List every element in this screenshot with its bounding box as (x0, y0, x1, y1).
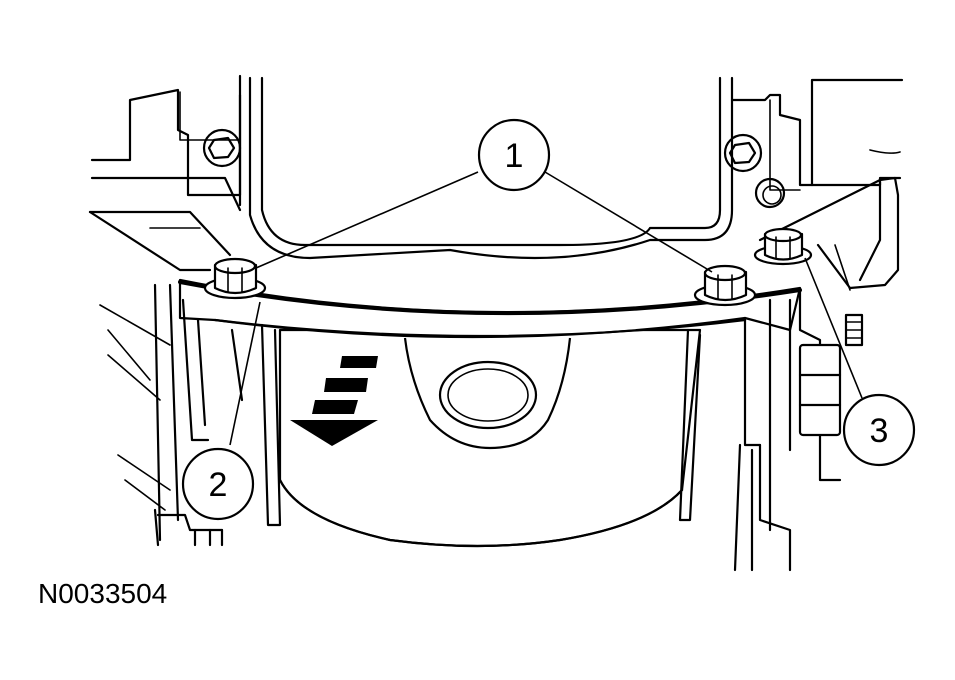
side-rods (153, 283, 842, 572)
bolt-far-right (753, 227, 813, 266)
block-socket-left (202, 128, 242, 168)
engine-block (88, 74, 904, 291)
block-socket-right (723, 133, 763, 173)
oil-pan-boss (403, 337, 572, 450)
callout-3-label: 3 (870, 412, 889, 450)
callout-2-label: 2 (209, 466, 228, 504)
callout-2: 2 (181, 447, 255, 521)
figure-reference-number: N0033504 (38, 578, 168, 609)
leader-lines (229, 171, 863, 446)
bolt-middle-right (693, 264, 757, 307)
callout-1-label: 1 (505, 137, 524, 175)
removal-direction-arrow-icon (290, 356, 378, 446)
callout-3: 3 (842, 393, 916, 467)
left-lower-frame (99, 304, 224, 547)
right-bracket (798, 313, 864, 437)
callout-1: 1 (477, 118, 551, 192)
block-hole-right (754, 177, 786, 209)
bolt-left (203, 257, 267, 300)
